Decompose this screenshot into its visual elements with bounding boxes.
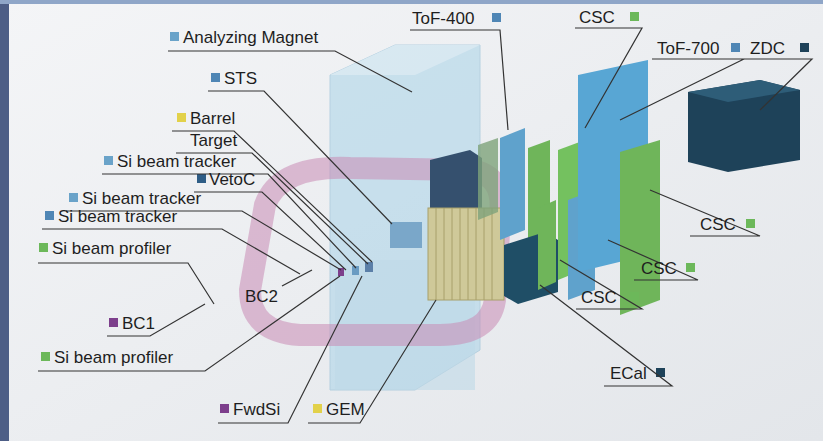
part-label: ZDC (750, 40, 785, 57)
part-label: CSC (700, 216, 736, 233)
part-label: Barrel (190, 110, 235, 127)
part-label: CSC (581, 289, 617, 306)
part-label: GEM (326, 401, 365, 418)
part-label: BC2 (245, 288, 278, 305)
part-label: ECal (610, 365, 647, 382)
part-label: ToF-400 (412, 10, 474, 27)
part-label: STS (224, 70, 257, 87)
top-bar (0, 0, 823, 4)
part-label: BC1 (122, 315, 155, 332)
part-label: Si beam profiler (54, 349, 173, 366)
part-label: VetoC (209, 171, 255, 188)
part-label: Si beam tracker (58, 208, 177, 225)
part-label: CSC (641, 260, 677, 277)
leader-lines (38, 28, 812, 423)
part-label: Analyzing Magnet (183, 29, 318, 46)
side-bar (0, 0, 9, 441)
part-label: Si beam tracker (117, 153, 236, 170)
part-label: Si beam profiler (52, 240, 171, 257)
label-icons (39, 12, 809, 413)
part-label: Target (190, 132, 237, 149)
outer-detectors (478, 60, 800, 315)
part-label: ToF-700 (657, 40, 719, 57)
part-label: FwdSi (233, 401, 280, 418)
part-label: CSC (579, 9, 615, 26)
part-label: Si beam tracker (82, 190, 201, 207)
